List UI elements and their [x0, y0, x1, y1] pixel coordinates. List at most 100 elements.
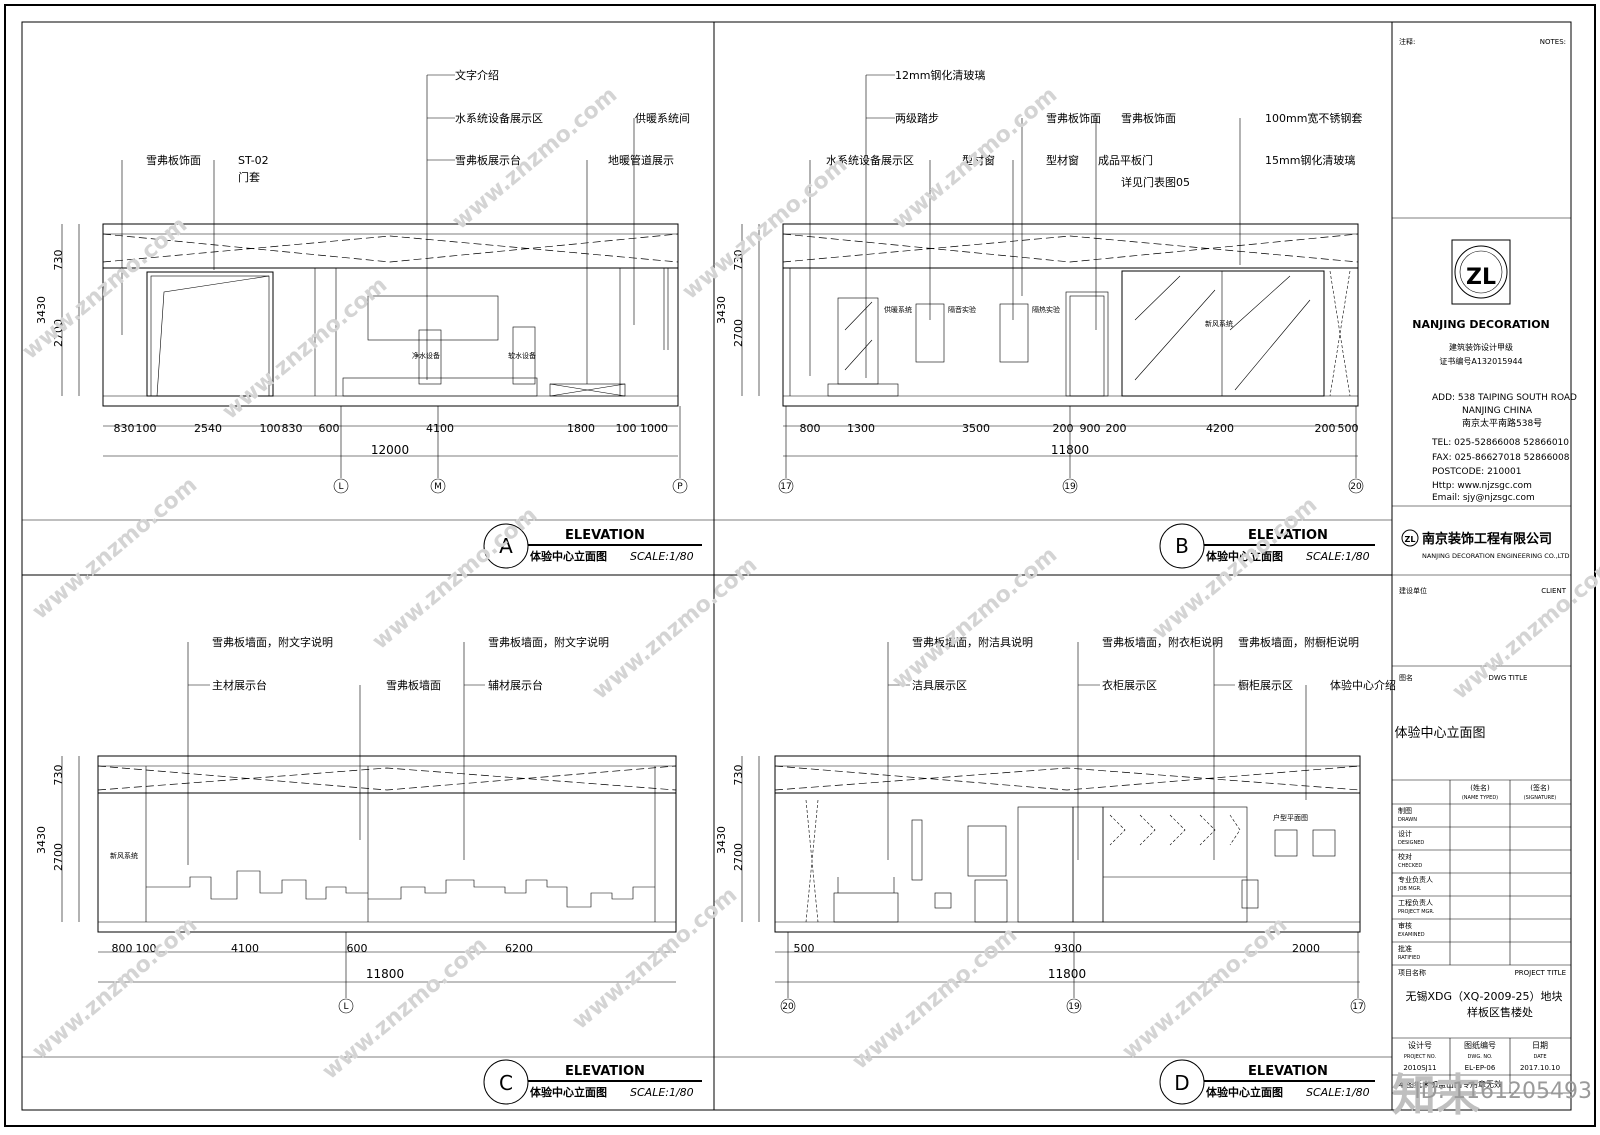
postcode: POSTCODE: 210001	[1432, 467, 1521, 477]
address: ADD: 538 TAIPING SOUTH ROAD	[1432, 393, 1577, 403]
date-label-en: DATE	[1533, 1054, 1546, 1060]
grid-label: L	[338, 482, 343, 492]
total-dimension: 11800	[366, 967, 404, 981]
grid-label: 19	[1068, 1002, 1080, 1012]
logo-mark: ZL	[1466, 265, 1496, 290]
callout-label: 体验中心介绍	[1330, 678, 1396, 692]
watermark-text: www.znzmo.com	[888, 543, 1062, 695]
callout-label: 主材展示台	[212, 678, 267, 692]
date: 2017.10.10	[1520, 1064, 1560, 1072]
dimension-value: 2000	[1292, 942, 1320, 955]
watermark-text: www.znzmo.com	[18, 213, 192, 365]
role-label: 校对	[1398, 852, 1412, 861]
email: Email: sjy@njzsgc.com	[1432, 493, 1535, 503]
callout-label: 型材窗	[1046, 153, 1079, 167]
grid-label: 20	[782, 1002, 794, 1012]
role-label: 专业负责人	[1398, 875, 1433, 884]
dimension-value: 1800	[567, 422, 595, 435]
callout-label: 型材窗	[962, 153, 995, 167]
company-name-en: NANJING DECORATION	[1412, 318, 1550, 331]
footer-note: 本图纸未加盖出图专用章无效	[1398, 1079, 1502, 1089]
date-label: 日期	[1532, 1041, 1548, 1050]
outer-border	[4, 4, 1596, 1127]
design-no-label: 设计号	[1408, 1040, 1432, 1050]
inner-border	[21, 21, 1572, 1111]
equipment-label: 新风系统	[110, 851, 138, 860]
watermark-logo: 知末	[1392, 1070, 1480, 1121]
dimension-value: 100	[136, 942, 157, 955]
height-dimension: 3430	[715, 826, 728, 854]
scale-label: SCALE:1/80	[630, 1086, 694, 1099]
height-dimension: 3430	[715, 296, 728, 324]
scale-label: SCALE:1/80	[1306, 1086, 1370, 1099]
company-name-full-en: NANJING DECORATION ENGINEERING CO.,LTD	[1422, 552, 1570, 560]
address: NANJING CHINA	[1462, 406, 1533, 416]
drawing-no-label-en: DWG. NO.	[1468, 1054, 1493, 1060]
dimension-value: 830	[282, 422, 303, 435]
elevation-title-cn: 体验中心立面图	[1206, 1085, 1283, 1099]
role-label: 审核	[1398, 921, 1412, 930]
callout-label: 辅材展示台	[488, 678, 543, 692]
callout-label: 详见门表图05	[1121, 175, 1190, 189]
section-letter: C	[499, 1071, 513, 1095]
callout-label: 水系统设备展示区	[826, 153, 914, 167]
dimension-value: 3500	[962, 422, 990, 435]
dimension-value: 800	[112, 942, 133, 955]
section-letter: B	[1175, 534, 1189, 558]
dwg-title-label-en: DWG TITLE	[1489, 674, 1528, 682]
equipment-label: 隔热实验	[1032, 305, 1060, 314]
notes-label: NOTES:	[1540, 38, 1566, 46]
grid-label: 20	[1350, 482, 1362, 492]
equipment-label: 供暖系统	[884, 305, 912, 314]
role-label-en: DRAWN	[1398, 817, 1417, 823]
callout-label: ST-02	[238, 154, 269, 167]
fax: FAX: 025-86627018 52866008	[1432, 453, 1570, 463]
section-letter: A	[499, 534, 513, 558]
website: Http: www.njzsgc.com	[1432, 481, 1532, 491]
total-dimension: 11800	[1048, 967, 1086, 981]
height-dimension: 730	[732, 250, 745, 271]
role-label-en: RATIFIED	[1398, 955, 1420, 961]
callout-label: 洁具展示区	[912, 679, 967, 692]
client-label-en: CLIENT	[1541, 587, 1567, 595]
dimension-value: 9300	[1054, 942, 1082, 955]
equipment-label: 软水设备	[508, 351, 536, 360]
logo-mark-small: ZL	[1405, 535, 1416, 544]
role-label: 批准	[1398, 944, 1412, 953]
dimension-value: 4100	[231, 942, 259, 955]
total-dimension: 11800	[1051, 443, 1089, 457]
callout-label: 文字介绍	[455, 68, 499, 82]
dimension-value: 4200	[1206, 422, 1234, 435]
height-dimension: 3430	[35, 296, 48, 324]
project-label: 项目名称	[1398, 968, 1426, 977]
project-name: 样板区售楼处	[1467, 1005, 1533, 1019]
dimension-value: 100	[260, 422, 281, 435]
callout-label: 成品平板门	[1098, 153, 1153, 167]
role-label: 工程负责人	[1398, 898, 1433, 907]
callout-label: 橱柜展示区	[1238, 678, 1293, 692]
col-signature-en: (SIGNATURE)	[1524, 795, 1557, 801]
equipment-label: 户型平面图	[1273, 813, 1308, 822]
qualification: 建筑装饰设计甲级	[1449, 342, 1513, 352]
elevation-title-cn: 体验中心立面图	[530, 1085, 607, 1099]
callout-label: 雪弗板墙面	[386, 678, 441, 692]
height-dimension: 730	[732, 765, 745, 786]
total-dimension: 12000	[371, 443, 409, 457]
col-signature: (签名)	[1530, 783, 1550, 792]
dimension-value: 1300	[847, 422, 875, 435]
role-label-en: PROJECT MGR.	[1398, 909, 1435, 915]
height-dimension: 2700	[732, 843, 745, 871]
dimension-value: 200	[1315, 422, 1336, 435]
certificate-no: 证书编号A132015944	[1439, 356, 1522, 366]
watermark-text: www.znzmo.com	[28, 473, 202, 625]
elevation-title-en: ELEVATION	[1248, 1064, 1328, 1079]
elevation-title-en: ELEVATION	[1248, 528, 1328, 543]
callout-label: 100mm宽不锈钢套	[1265, 111, 1362, 125]
watermark-text: www.znzmo.com	[218, 273, 392, 425]
equipment-label: 净水设备	[412, 351, 440, 360]
equipment-label: 新风系统	[1205, 319, 1233, 328]
callout-label: 雪弗板饰面	[1046, 111, 1101, 125]
watermark-text: www.znzmo.com	[28, 913, 202, 1065]
callout-label: 雪弗板墙面，附橱柜说明	[1238, 635, 1359, 649]
height-dimension: 2700	[52, 319, 65, 347]
